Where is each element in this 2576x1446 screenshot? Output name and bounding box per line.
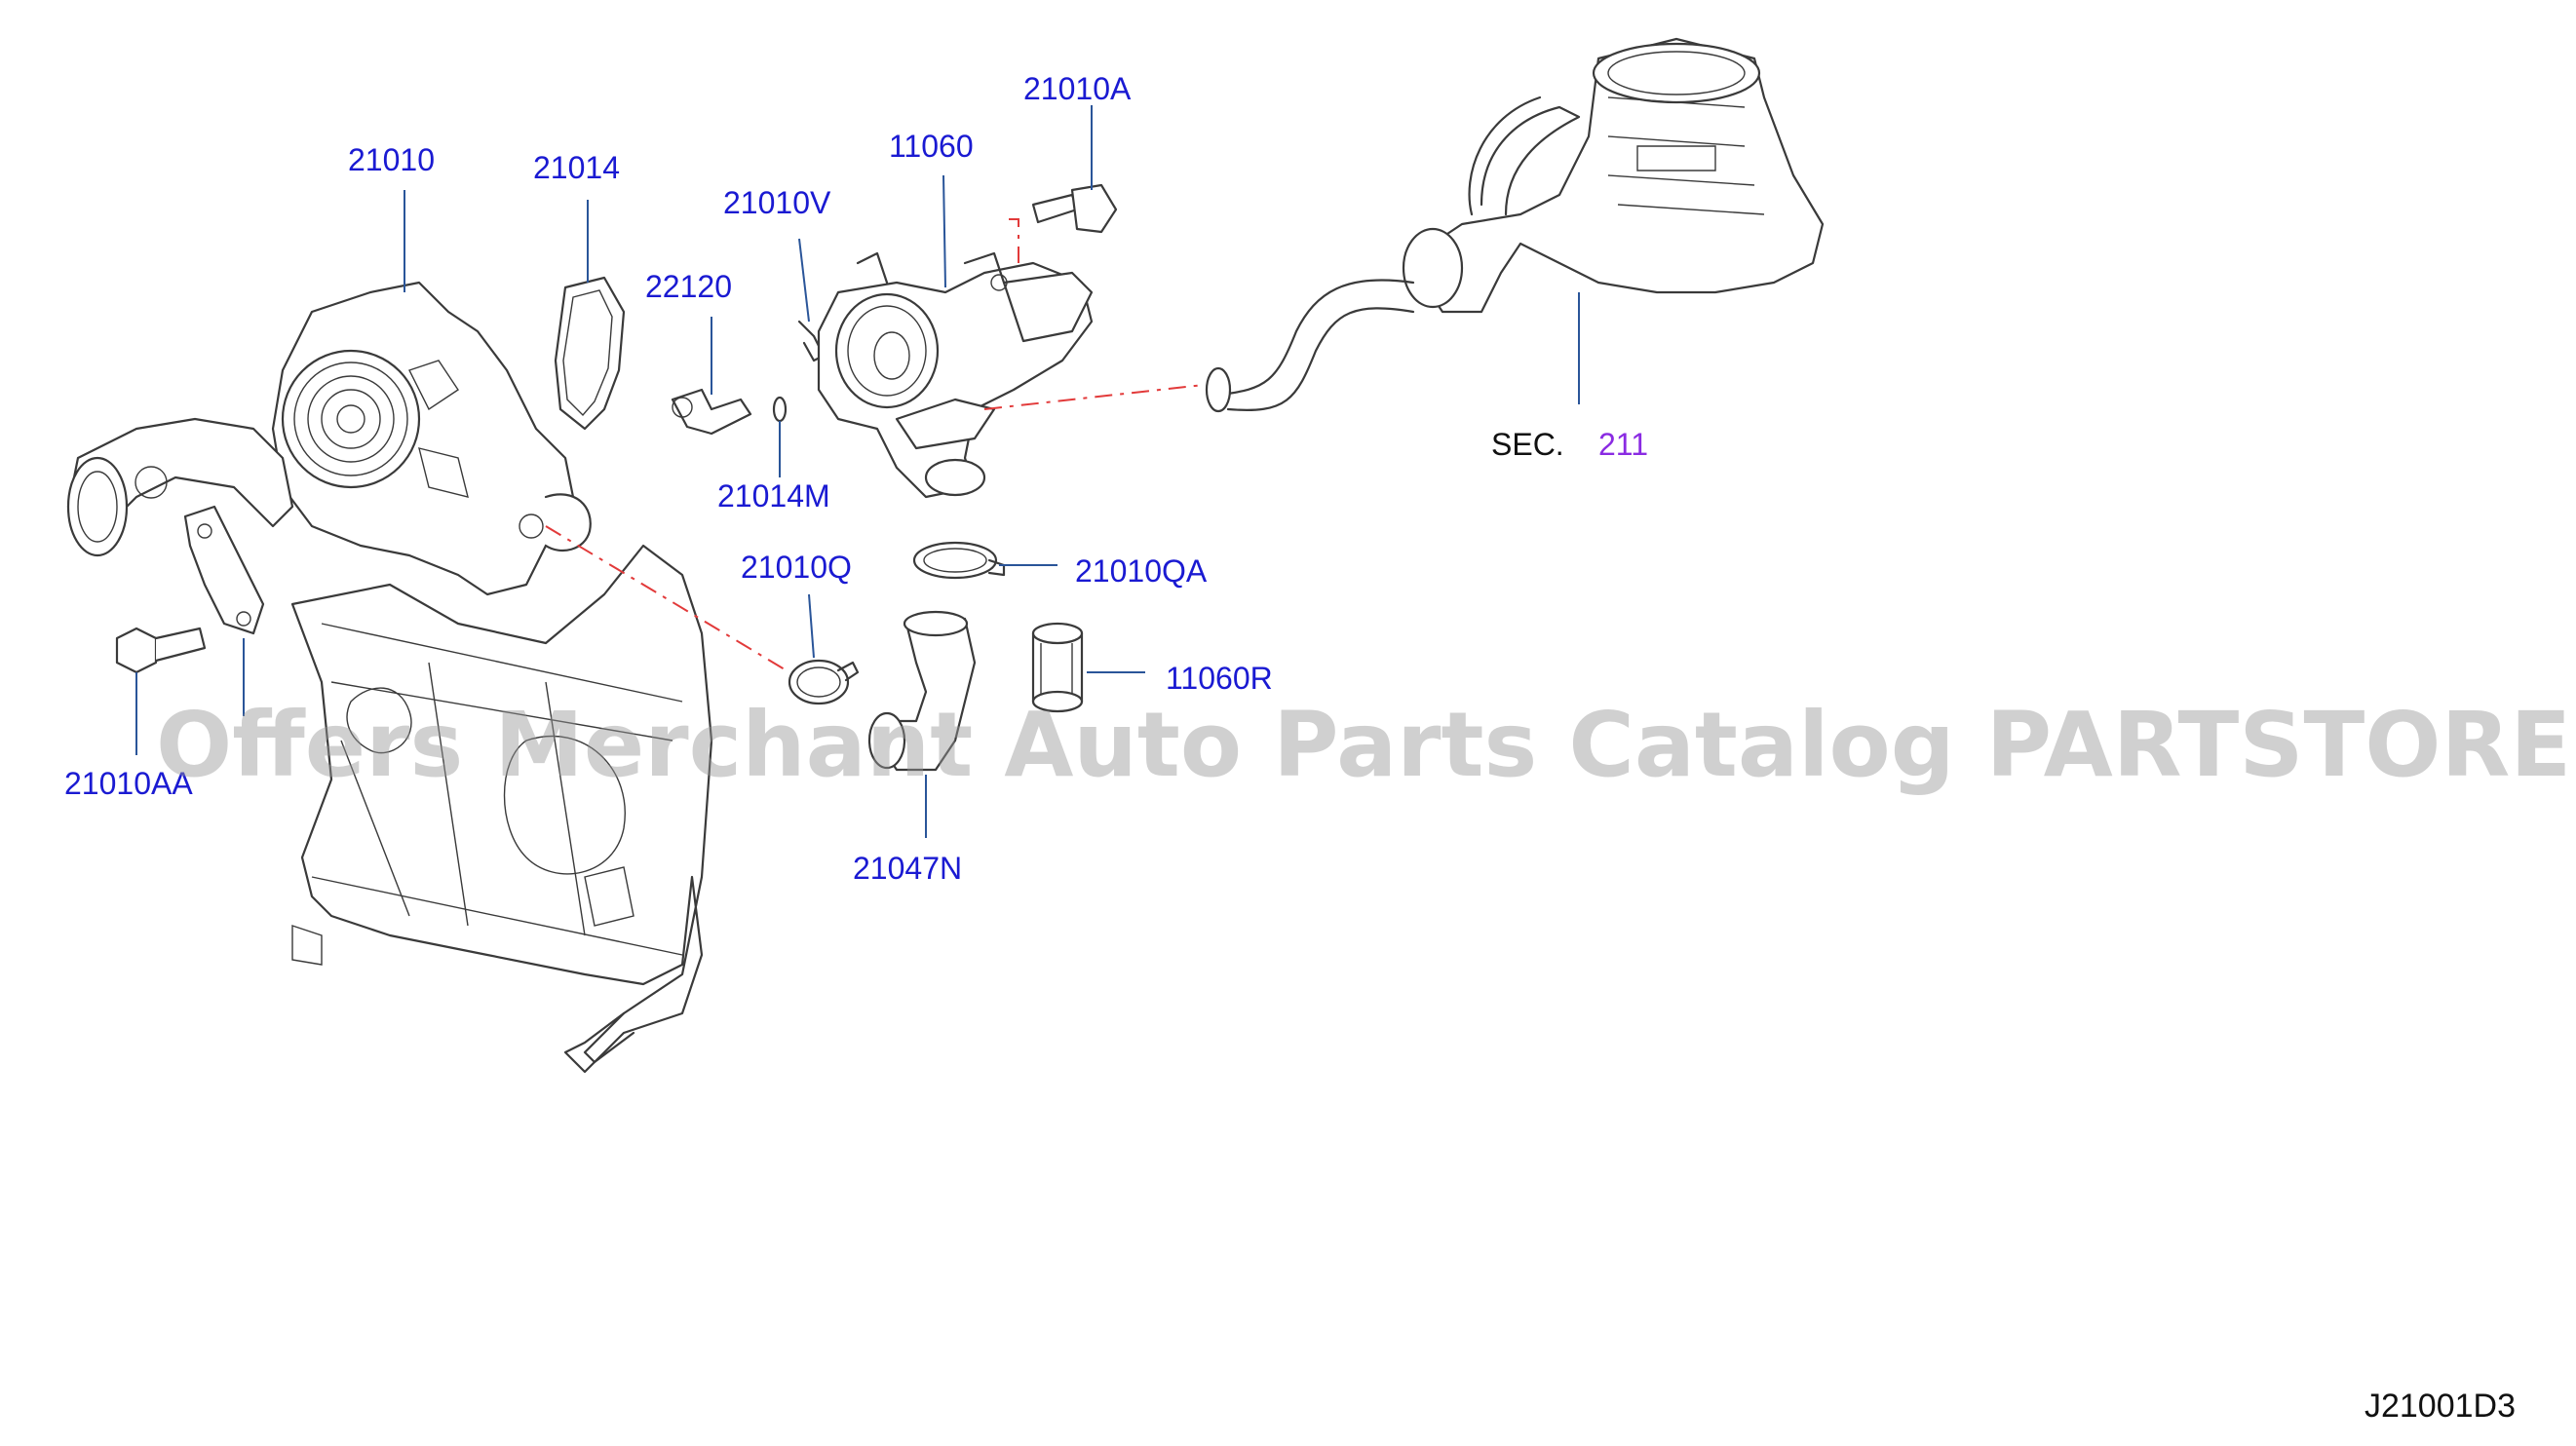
alignment-dash-lines [545, 218, 1205, 673]
bracket-strip-drawing [183, 505, 265, 635]
diagram-code: J21001D3 [2364, 1388, 2516, 1425]
hose-21047N-drawing [867, 610, 977, 772]
part-label-21010AA[interactable]: 21010AA [64, 766, 193, 801]
part-label-21010[interactable]: 21010 [348, 142, 435, 177]
section-211-assembly-drawing [1205, 37, 1825, 413]
part-label-21010Q[interactable]: 21010Q [741, 550, 852, 585]
bolt-21010AA-drawing [115, 627, 207, 674]
water-pump-drawing [66, 281, 592, 596]
bolt-21010A-drawing [1031, 183, 1118, 234]
gasket-21014-drawing [554, 276, 626, 431]
section-ref-number-link[interactable]: 211 [1598, 427, 1649, 462]
section-ref-prefix: SEC. [1491, 427, 1564, 462]
part-label-21010V[interactable]: 21010V [723, 185, 831, 220]
part-label-21047N[interactable]: 21047N [853, 851, 963, 886]
part-label-22120[interactable]: 22120 [645, 269, 732, 304]
part-label-21010QA[interactable]: 21010QA [1075, 553, 1208, 589]
part-label-11060R[interactable]: 11060R [1166, 661, 1273, 696]
part-label-11060[interactable]: 11060 [889, 129, 974, 164]
engine-bracket-drawing [290, 544, 713, 1074]
thermostat-housing-drawing [817, 251, 1094, 499]
part-label-21014[interactable]: 21014 [533, 150, 620, 185]
clamp-21010Q-drawing [788, 659, 860, 705]
oring-21014M-drawing [772, 396, 788, 423]
part-label-21010A[interactable]: 21010A [1023, 71, 1132, 106]
sensor-22120-drawing [671, 388, 752, 436]
pipe-11060R-drawing [1031, 622, 1084, 713]
leader-lines [135, 105, 1580, 838]
clamp-21010QA-drawing [912, 541, 1006, 580]
part-label-21014M[interactable]: 21014M [717, 478, 830, 514]
